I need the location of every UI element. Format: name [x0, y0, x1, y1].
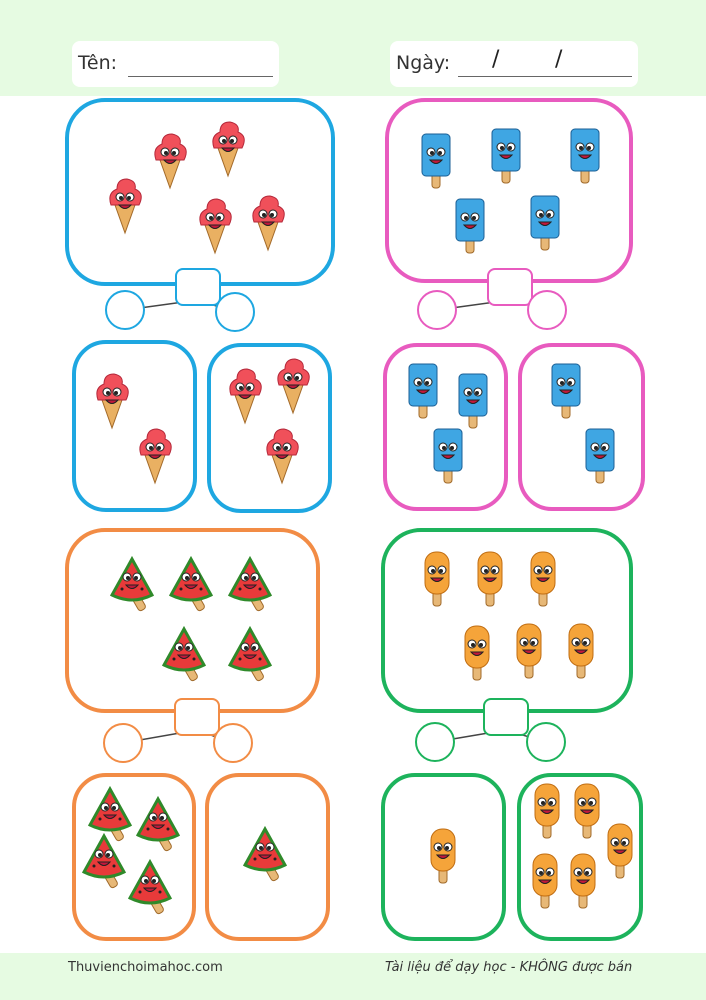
orange-popsicle-icon	[565, 780, 609, 840]
right-part-box-blue-popsicle	[518, 343, 645, 511]
left-part-answer-circle[interactable]	[417, 290, 457, 330]
watermelon-icon	[135, 795, 181, 855]
ice-cream-icon	[206, 118, 250, 178]
footer-website: Thuvienchoimahoc.com	[68, 960, 223, 975]
orange-popsicle-icon	[521, 548, 565, 608]
left-part-box-orange-popsicle	[381, 773, 506, 941]
blue-popsicle-icon	[414, 130, 458, 190]
orange-popsicle-icon	[455, 622, 499, 682]
watermelon-icon	[168, 555, 214, 615]
total-answer-box[interactable]	[175, 268, 221, 306]
ice-cream-icon	[148, 130, 192, 190]
orange-popsicle-icon	[523, 850, 567, 910]
right-part-box-orange-popsicle	[517, 773, 643, 941]
orange-popsicle-icon	[561, 850, 605, 910]
name-label: Tên:	[78, 52, 118, 74]
orange-popsicle-icon	[507, 620, 551, 680]
orange-popsicle-icon	[468, 548, 512, 608]
left-part-box-watermelon	[72, 773, 196, 941]
footer-band	[0, 953, 706, 1000]
blue-popsicle-icon	[401, 360, 445, 420]
ice-cream-icon	[193, 195, 237, 255]
left-part-answer-circle[interactable]	[103, 723, 143, 763]
ice-cream-icon	[271, 355, 315, 415]
total-answer-box[interactable]	[174, 698, 220, 736]
ice-cream-icon	[246, 192, 290, 252]
total-answer-box[interactable]	[483, 698, 529, 736]
ice-cream-icon	[103, 175, 147, 235]
left-part-box-blue-popsicle	[383, 343, 508, 511]
right-part-answer-circle[interactable]	[526, 722, 566, 762]
blue-popsicle-icon	[426, 425, 470, 485]
right-part-answer-circle[interactable]	[527, 290, 567, 330]
blue-popsicle-icon	[578, 425, 622, 485]
orange-popsicle-icon	[598, 820, 642, 880]
date-label: Ngày:	[396, 52, 451, 74]
orange-popsicle-icon	[415, 548, 459, 608]
blue-popsicle-icon	[484, 125, 528, 185]
left-part-answer-circle[interactable]	[105, 290, 145, 330]
blue-popsicle-icon	[451, 370, 495, 430]
orange-popsicle-icon	[421, 825, 465, 885]
right-part-answer-circle[interactable]	[215, 292, 255, 332]
footer-notice: Tài liệu để dạy học - KHÔNG được bán	[385, 960, 633, 975]
watermelon-icon	[87, 785, 133, 845]
blue-popsicle-icon	[448, 195, 492, 255]
date-separator: /	[492, 47, 500, 72]
date-field[interactable]: Ngày: / /	[390, 41, 638, 87]
ice-cream-icon	[133, 425, 177, 485]
blue-popsicle-icon	[563, 125, 607, 185]
watermelon-icon	[242, 825, 288, 885]
date-line	[458, 76, 632, 77]
total-answer-box[interactable]	[487, 268, 533, 306]
orange-popsicle-icon	[525, 780, 569, 840]
blue-popsicle-icon	[523, 192, 567, 252]
left-part-answer-circle[interactable]	[415, 722, 455, 762]
watermelon-icon	[109, 555, 155, 615]
name-line	[128, 76, 273, 77]
name-field[interactable]: Tên:	[72, 41, 279, 87]
ice-cream-icon	[223, 365, 267, 425]
blue-popsicle-icon	[544, 360, 588, 420]
watermelon-icon	[227, 625, 273, 685]
watermelon-icon	[127, 858, 173, 918]
right-part-box-ice-cream	[207, 343, 332, 513]
left-part-box-ice-cream	[72, 340, 197, 512]
watermelon-icon	[227, 555, 273, 615]
watermelon-icon	[161, 625, 207, 685]
ice-cream-icon	[90, 370, 134, 430]
right-part-answer-circle[interactable]	[213, 723, 253, 763]
orange-popsicle-icon	[559, 620, 603, 680]
right-part-box-watermelon	[205, 773, 330, 941]
ice-cream-icon	[260, 425, 304, 485]
date-separator: /	[555, 47, 563, 72]
watermelon-icon	[81, 832, 127, 892]
